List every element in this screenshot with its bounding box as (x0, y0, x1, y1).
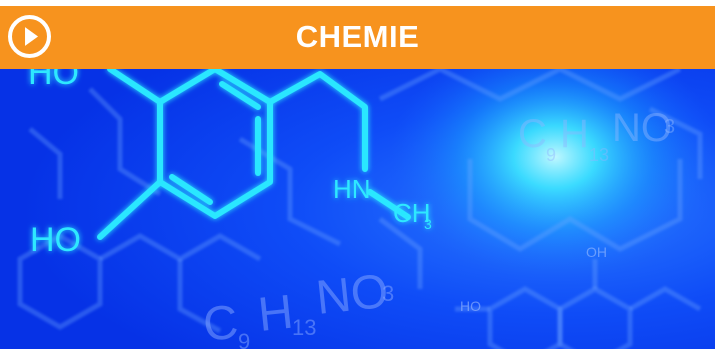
hydroxyl-bottom-label: HO (30, 221, 81, 259)
svg-text:NO: NO (612, 106, 672, 150)
faint-formula-top: C 9 H 13 NO 3 (518, 106, 675, 165)
svg-text:H: H (256, 286, 296, 342)
ring-double-bond-lower (169, 174, 213, 205)
svg-text:13: 13 (589, 145, 609, 165)
page-title: CHEMIE (295, 19, 420, 54)
svg-text:13: 13 (292, 315, 316, 340)
amine-ch-label: CH (393, 198, 431, 228)
svg-text:NO: NO (314, 265, 391, 325)
light-glow (390, 69, 715, 282)
amine-ch-subscript: 3 (424, 216, 432, 232)
faint-formula-bottom: C 9 H 13 NO 3 (201, 265, 395, 349)
amine-hn-label: HN (333, 174, 371, 204)
svg-text:H: H (560, 112, 589, 156)
svg-text:OH: OH (586, 244, 607, 260)
chemistry-hero-image: C 9 H 13 NO 3 C 9 H 13 NO 3 HO OH (0, 69, 715, 349)
svg-text:HO: HO (460, 298, 481, 314)
faint-small-labels: HO OH (460, 244, 607, 314)
header-bar: CHEMIE (0, 6, 715, 69)
svg-text:9: 9 (238, 329, 250, 349)
faint-molecule-structures (17, 69, 703, 349)
svg-text:C: C (201, 296, 241, 349)
svg-text:C: C (518, 112, 547, 156)
ring-double-bond-upper (219, 81, 261, 110)
svg-text:9: 9 (546, 145, 556, 165)
svg-text:3: 3 (382, 281, 394, 306)
hydroxyl-top-label: HO (28, 69, 79, 92)
play-circle-icon[interactable] (8, 15, 51, 58)
svg-text:3: 3 (664, 116, 675, 138)
neon-molecule-structure (97, 69, 411, 240)
neon-labels: HO HO HN CH 3 (28, 69, 432, 259)
top-strip (0, 0, 715, 6)
